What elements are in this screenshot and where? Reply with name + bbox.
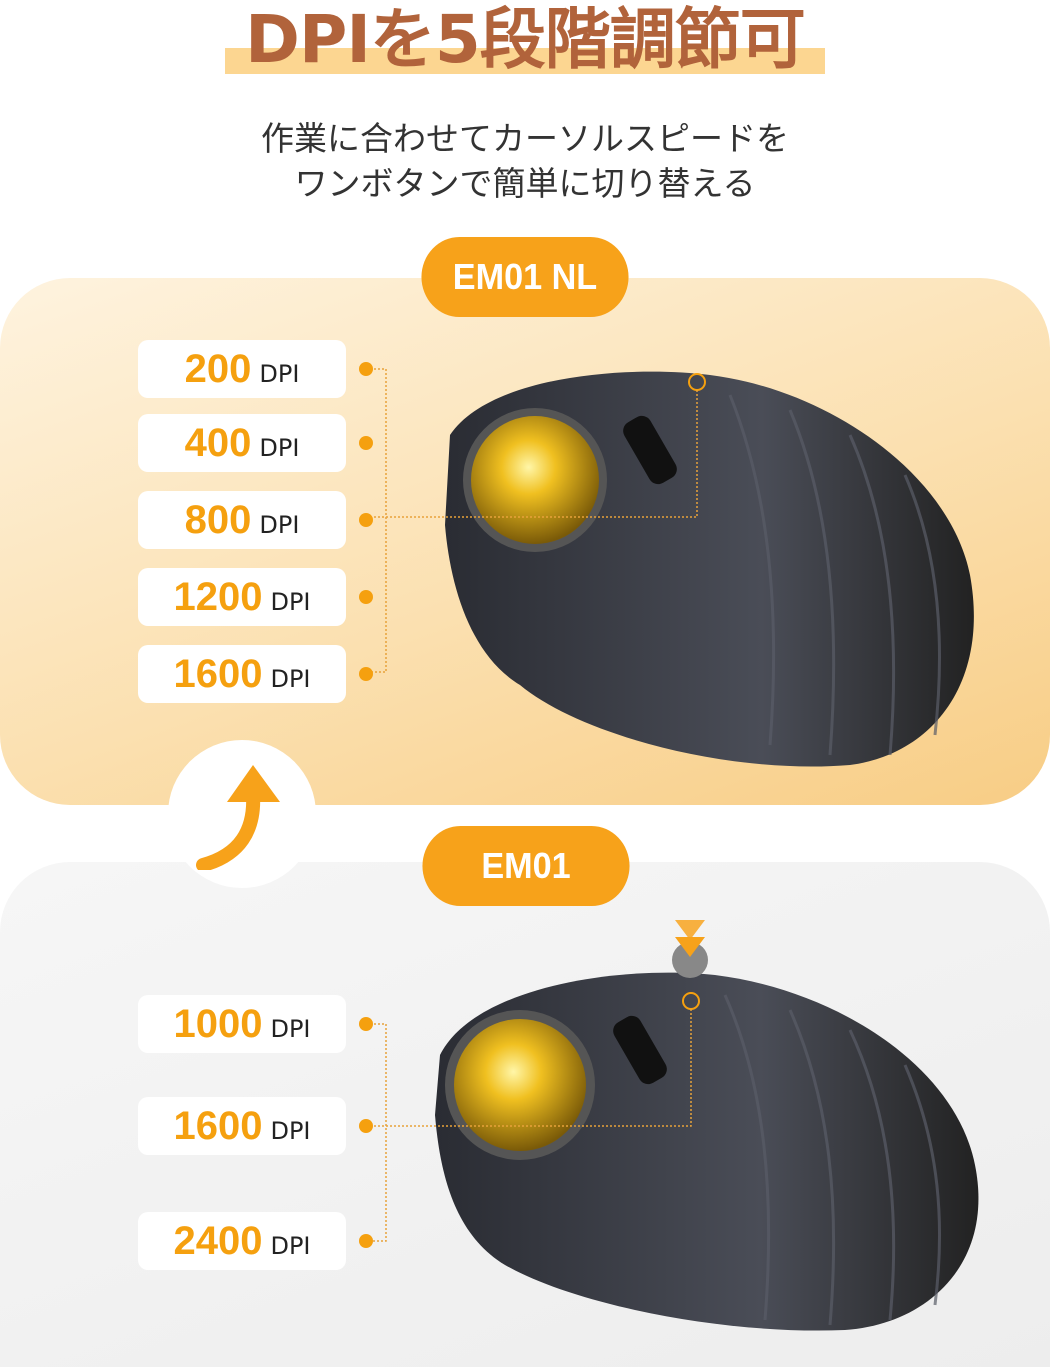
dpi-unit: DPI bbox=[259, 511, 300, 539]
dpi-unit: DPI bbox=[259, 434, 300, 462]
dpi-dot bbox=[359, 436, 373, 450]
dpi-unit: DPI bbox=[270, 1015, 311, 1043]
arrow-circle bbox=[168, 740, 316, 888]
dpi-unit: DPI bbox=[270, 665, 311, 693]
model-badge-em01: EM01 bbox=[422, 826, 630, 906]
dpi-dot bbox=[359, 513, 373, 527]
dpi-dot bbox=[359, 1017, 373, 1031]
dpi-unit: DPI bbox=[259, 360, 300, 388]
subtitle: 作業に合わせてカーソルスピードを ワンボタンで簡単に切り替える bbox=[0, 116, 1050, 206]
dpi-value: 1200 bbox=[173, 575, 263, 619]
dpi-dot bbox=[359, 1234, 373, 1248]
dpi-unit: DPI bbox=[270, 1117, 311, 1145]
dpi-value: 800 bbox=[184, 498, 252, 542]
model-badge-em01nl: EM01 NL bbox=[421, 237, 629, 317]
curved-arrow-icon bbox=[196, 765, 280, 870]
trackball-mouse-image bbox=[435, 920, 979, 1331]
dpi-value: 1600 bbox=[173, 1104, 263, 1148]
subtitle-line: 作業に合わせてカーソルスピードを bbox=[261, 119, 789, 158]
page-title: DPIを5段階調節可 bbox=[245, 1, 806, 78]
dpi-value: 1000 bbox=[173, 1002, 263, 1046]
dpi-value: 200 bbox=[184, 347, 252, 391]
dpi-unit: DPI bbox=[270, 1232, 311, 1260]
dpi-dot bbox=[359, 590, 373, 604]
dpi-dot bbox=[359, 667, 373, 681]
dpi-value: 1600 bbox=[173, 652, 263, 696]
title-highlight bbox=[225, 48, 825, 74]
dpi-value: 400 bbox=[184, 421, 252, 465]
trackball-mouse-image bbox=[445, 371, 974, 767]
dpi-dot bbox=[359, 362, 373, 376]
subtitle-line: ワンボタンで簡単に切り替える bbox=[294, 164, 756, 203]
dpi-unit: DPI bbox=[270, 588, 311, 616]
dpi-value: 2400 bbox=[173, 1219, 263, 1263]
dpi-dot bbox=[359, 1119, 373, 1133]
